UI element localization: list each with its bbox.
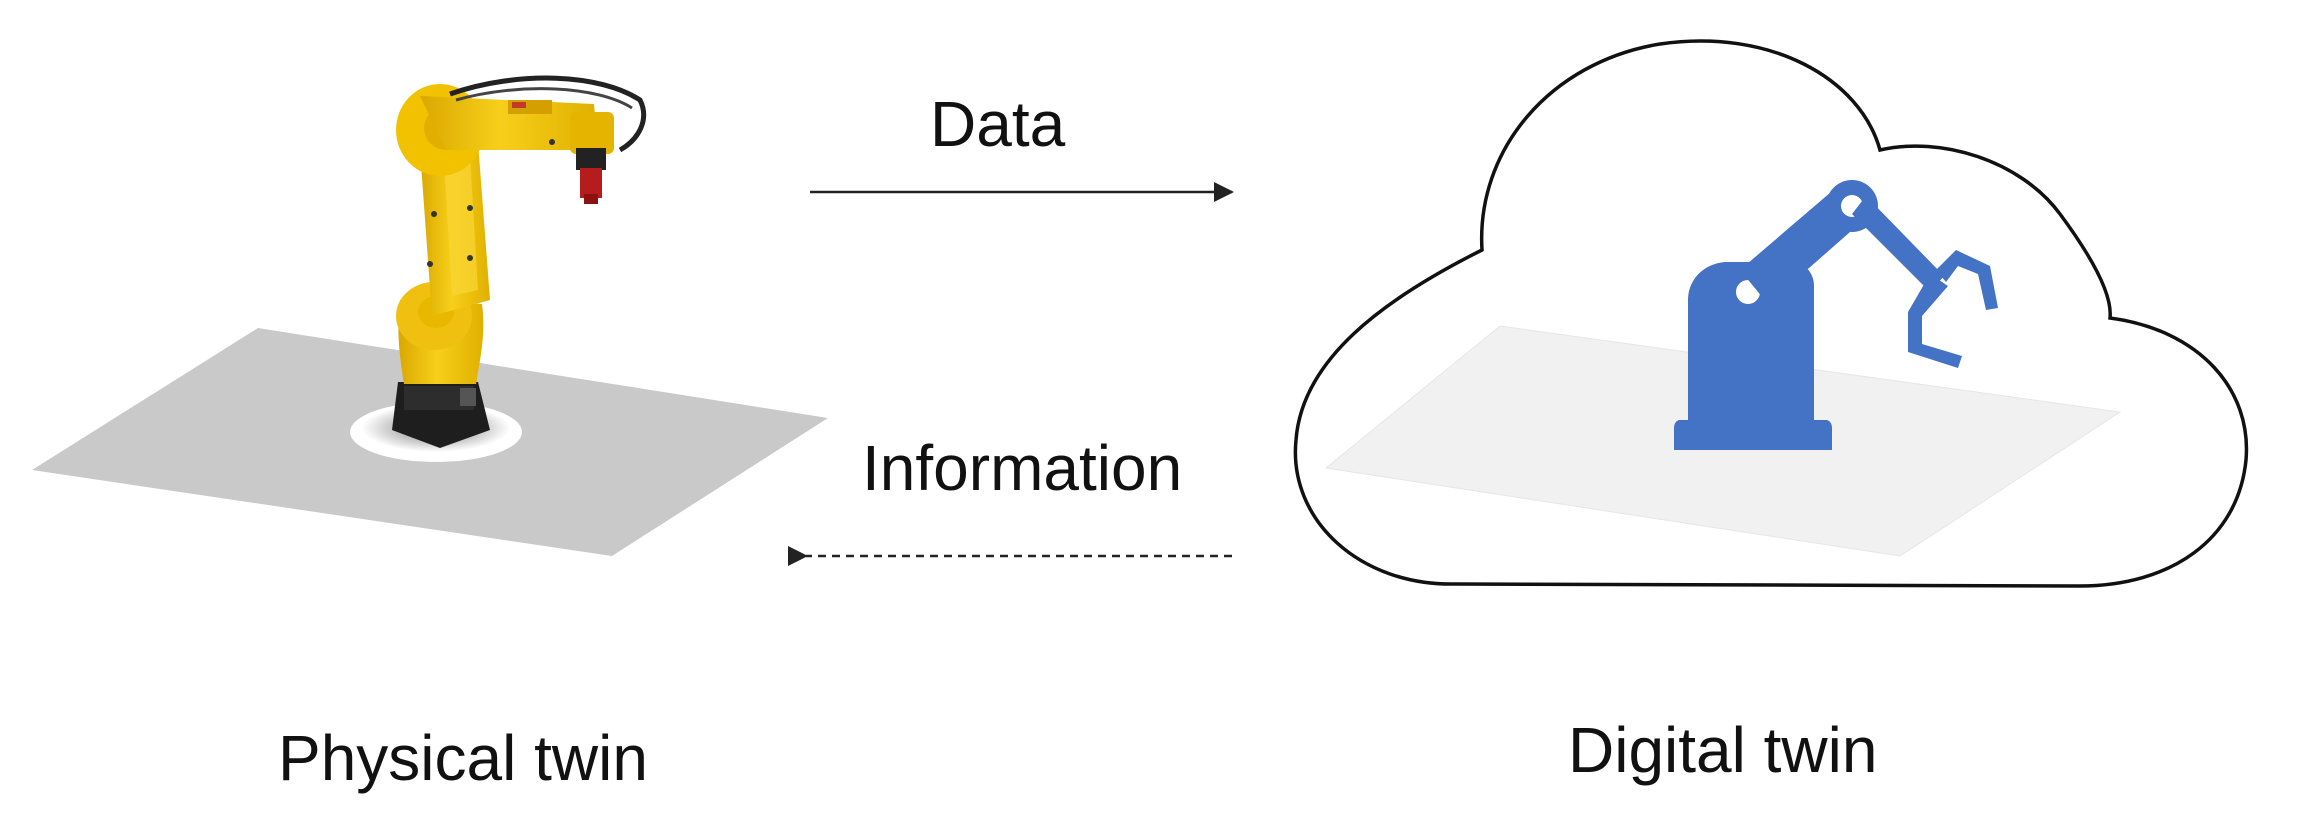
industrial-robot-arm-photo-icon <box>392 75 647 448</box>
robot-arm-icon <box>1674 180 1998 450</box>
physical-twin-label: Physical twin <box>278 722 648 794</box>
information-arrow-label: Information <box>862 432 1183 504</box>
data-arrow-label: Data <box>930 88 1066 160</box>
physical-twin-group <box>32 75 828 556</box>
digital-twin-group <box>1293 39 2249 588</box>
digital-twin-label: Digital twin <box>1568 714 1878 786</box>
